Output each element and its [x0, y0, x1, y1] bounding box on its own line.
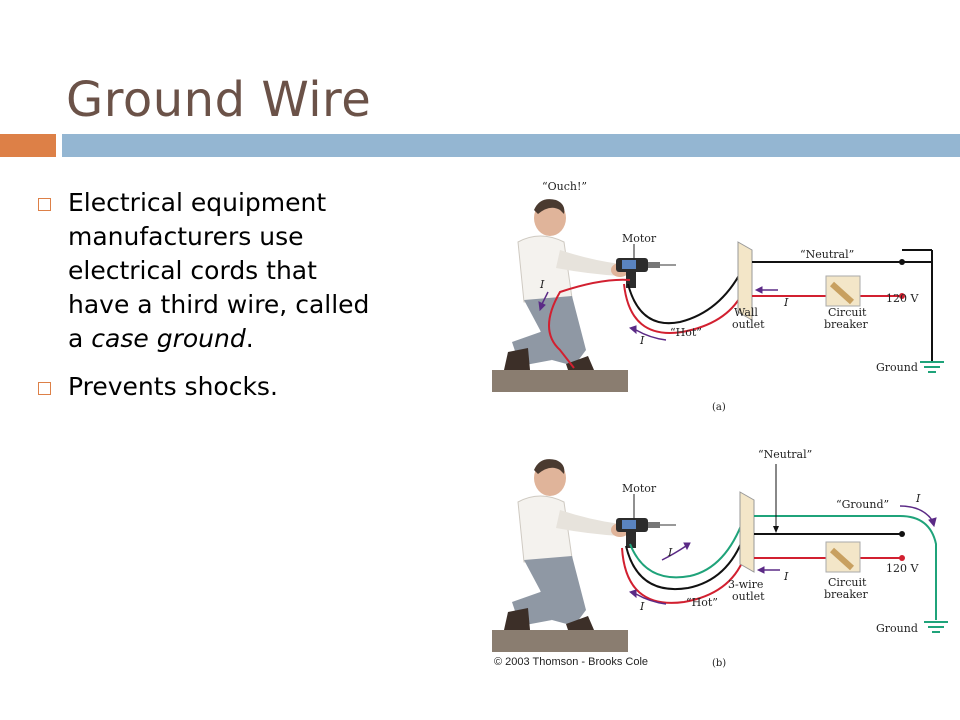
current-arrows — [628, 505, 937, 605]
hot-label: “Hot” — [686, 596, 718, 609]
current-label-1: I — [783, 296, 789, 309]
circuit-breaker-icon — [825, 275, 861, 307]
circuit-breaker-icon — [825, 541, 861, 573]
voltage-label: 120 V — [886, 562, 919, 575]
ground-symbol-icon — [920, 361, 944, 373]
figure-b-grounded-drill: “Neutral” Motor “Ground” 3-wire outlet C… — [492, 448, 948, 669]
cord-black — [627, 269, 743, 325]
person-figure — [504, 459, 629, 630]
current-arrows — [538, 286, 778, 341]
square-bullet-icon — [38, 198, 51, 211]
ground-label: Ground — [876, 622, 918, 635]
floor — [492, 370, 628, 392]
current-label-4: I — [639, 600, 645, 613]
neutral-label: “Neutral” — [758, 448, 812, 461]
current-label-2: I — [639, 334, 645, 347]
bullet-1-emphasis: case ground — [91, 324, 246, 353]
cord-green — [629, 517, 745, 579]
breaker-label-2: breaker — [824, 318, 869, 331]
bullet-list: Electrical equipment manufacturers use e… — [38, 186, 378, 418]
drill-icon — [616, 518, 676, 548]
breaker-label-1: Circuit — [828, 306, 867, 319]
cord-red — [621, 547, 745, 604]
outlet-label-1: 3-wire — [728, 578, 763, 591]
outlet-label-2: outlet — [732, 590, 765, 603]
cord-red — [623, 283, 743, 334]
bullet-1-text: Electrical equipment manufacturers use e… — [68, 188, 370, 353]
panel-b-label: (b) — [712, 658, 726, 669]
wall-outlet-label-1: Wall — [734, 306, 758, 319]
current-label-1: I — [667, 546, 673, 559]
bullet-item-2: Prevents shocks. — [38, 370, 378, 404]
current-label-3: I — [783, 570, 789, 583]
breaker-label-1: Circuit — [828, 576, 867, 589]
square-bullet-icon — [38, 382, 51, 395]
bullet-item-1: Electrical equipment manufacturers use e… — [38, 186, 378, 356]
ground-label: Ground — [876, 361, 918, 374]
hot-label: “Hot” — [670, 326, 702, 339]
ouch-label: “Ouch!” — [542, 180, 587, 193]
figure-a-ungrounded-drill: “Ouch!” Motor “Neutral” Wall outlet Circ… — [492, 180, 944, 413]
current-label-3: I — [539, 278, 545, 291]
hot-path-through-body — [548, 278, 631, 369]
bullet-1-end: . — [245, 324, 254, 353]
bullet-2-text: Prevents shocks. — [68, 372, 278, 401]
cord-black — [625, 535, 745, 591]
three-wire-outlet-plate — [739, 491, 755, 573]
copyright-caption: © 2003 Thomson - Brooks Cole — [494, 656, 649, 668]
motor-label: Motor — [622, 482, 657, 495]
person-figure — [504, 199, 629, 370]
title-accent-blue-bar — [62, 134, 960, 157]
motor-label: Motor — [622, 232, 657, 245]
neutral-label: “Neutral” — [800, 248, 854, 261]
current-label-2: I — [915, 492, 921, 505]
ground-wire-label: “Ground” — [836, 498, 889, 511]
wall-outlet-plate — [737, 241, 753, 321]
breaker-label-2: breaker — [824, 588, 869, 601]
voltage-label: 120 V — [886, 292, 919, 305]
wall-outlet-label-2: outlet — [732, 318, 765, 331]
title-accent-orange-bar — [0, 134, 56, 157]
floor — [492, 630, 628, 652]
drill-icon — [616, 258, 676, 288]
ground-symbol-icon — [924, 621, 948, 633]
slide-title: Ground Wire — [66, 72, 372, 128]
panel-a-label: (a) — [712, 402, 726, 413]
